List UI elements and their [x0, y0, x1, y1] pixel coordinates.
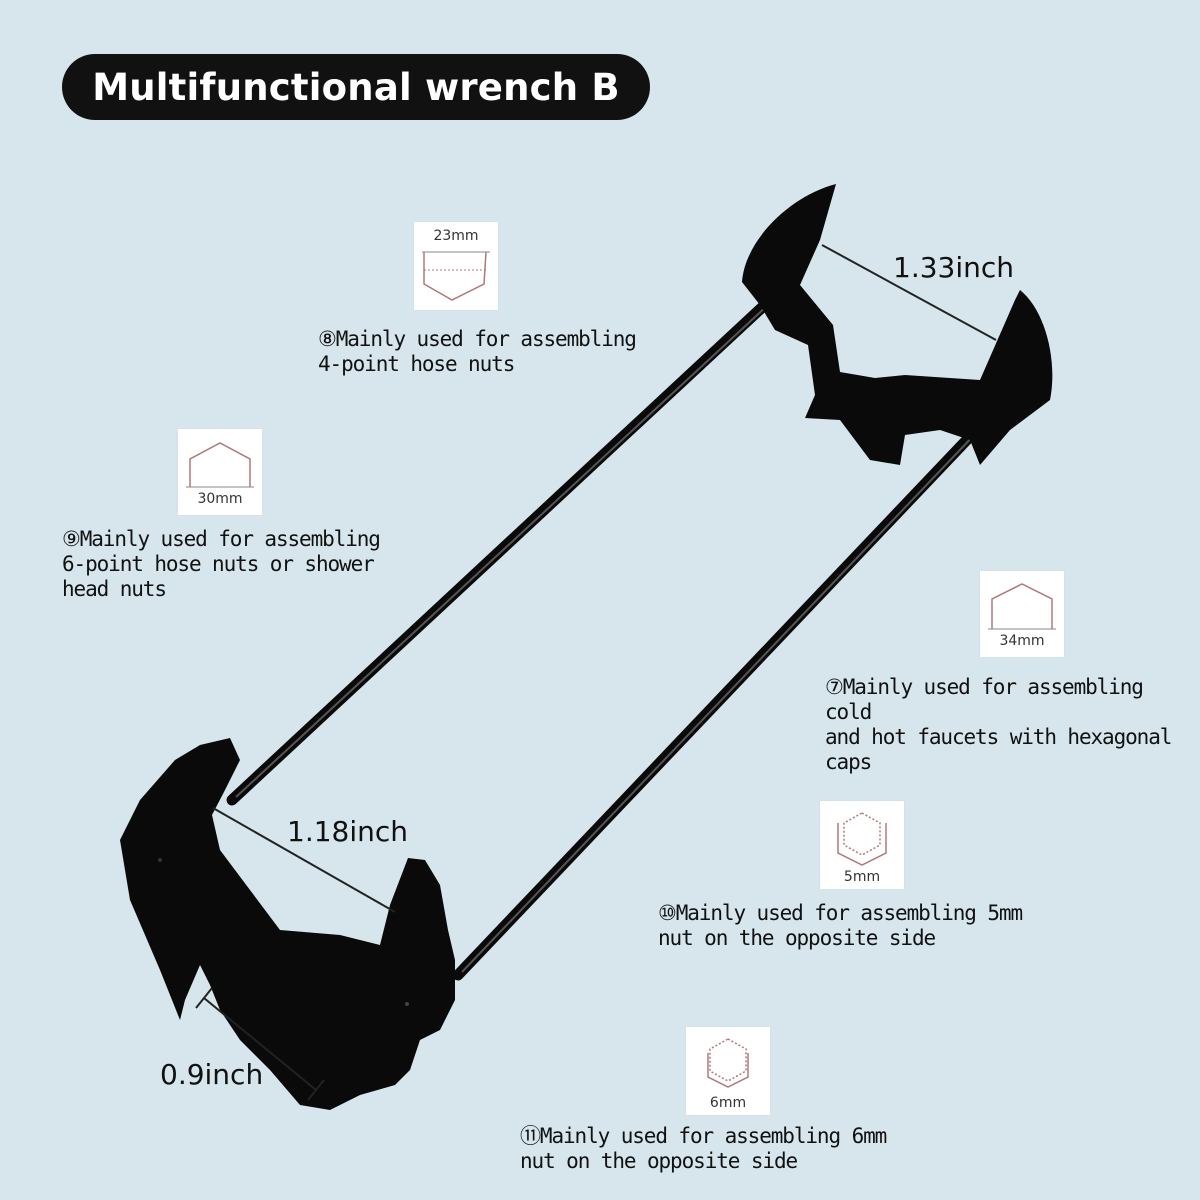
page-title: Multifunctional wrench B: [92, 65, 620, 109]
fitting-size-label: 5mm: [843, 869, 881, 885]
fitting-card-5mm: 5mm: [820, 801, 904, 889]
six-point-nut-icon: [186, 442, 254, 488]
caption-30mm: ⑨Mainly used for assembling 6-point hose…: [62, 527, 381, 601]
fitting-card-23mm: 23mm: [414, 222, 498, 310]
wrench-head-bottom: [120, 738, 455, 1110]
fitting-size-label: 34mm: [999, 633, 1045, 649]
fitting-card-34mm: 34mm: [980, 571, 1064, 657]
fitting-size-label: 30mm: [197, 491, 243, 507]
title-badge: Multifunctional wrench B: [62, 54, 650, 120]
caption-34mm: ⑦Mainly used for assembling cold and hot…: [825, 675, 1172, 774]
caption-23mm: ⑧Mainly used for assembling 4-point hose…: [318, 327, 637, 376]
dimension-label-jaw: 0.9inch: [160, 1058, 264, 1091]
hex-nut-5mm-icon: [837, 812, 887, 866]
dimension-label-bottom: 1.18inch: [287, 815, 409, 848]
fitting-card-6mm: 6mm: [686, 1027, 770, 1115]
dimension-line-top: [821, 244, 997, 341]
caption-6mm: ⑪Mainly used for assembling 6mm nut on t…: [520, 1124, 887, 1173]
hexagonal-cap-icon: [988, 583, 1056, 630]
wrench-rod-right: [452, 399, 1006, 981]
hex-nut-6mm-icon: [707, 1038, 749, 1088]
dimension-line-jaw: [203, 997, 317, 1091]
caption-5mm: ⑩Mainly used for assembling 5mm nut on t…: [658, 901, 1023, 950]
fitting-size-label: 23mm: [433, 228, 479, 244]
four-point-nut-icon: [422, 251, 490, 301]
dimension-line-bottom: [212, 807, 396, 913]
wrench-head-top: [742, 184, 1053, 465]
fitting-card-30mm: 30mm: [178, 429, 262, 515]
fitting-size-label: 6mm: [709, 1095, 747, 1111]
dimension-label-top: 1.33inch: [893, 251, 1015, 284]
